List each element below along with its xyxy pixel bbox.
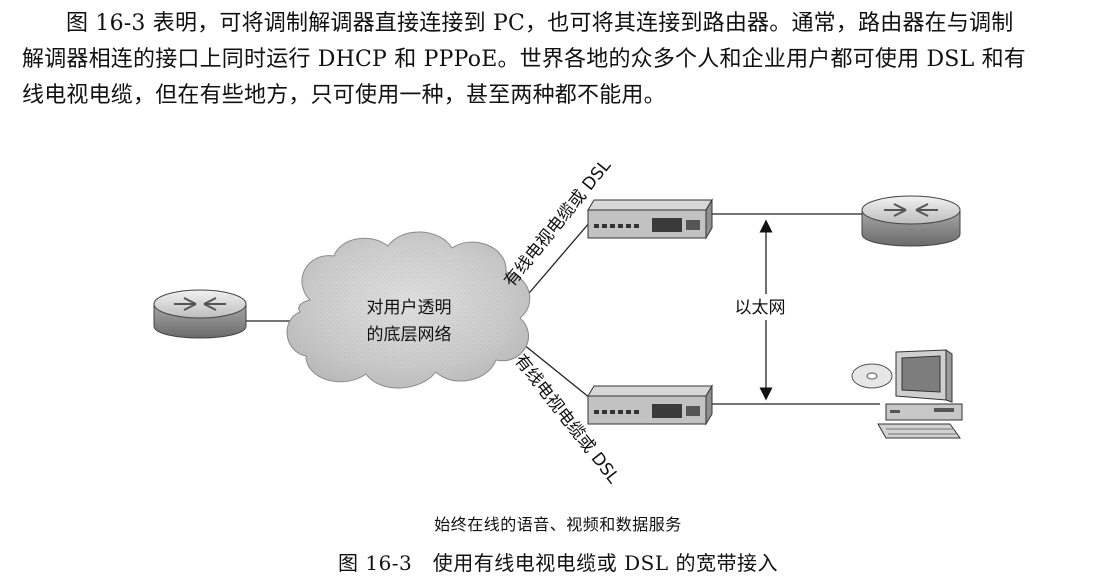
paragraph-line: 线电视电缆，但在有些地方，只可使用一种，甚至两种都不能用。 — [22, 83, 666, 108]
keyboard-icon — [877, 423, 961, 439]
modem-display — [652, 218, 682, 232]
cloud-label-line1: 对用户透明 — [367, 298, 452, 318]
monitor-icon — [895, 349, 953, 403]
connection-lines — [245, 213, 880, 405]
figure-subtitle: 始终在线的语音、视频和数据服务 — [434, 515, 682, 534]
cloud-label-line2: 的底层网络 — [367, 325, 452, 345]
router-arrows-icon — [884, 203, 938, 217]
modem-upper — [587, 198, 713, 240]
modem-indicator-lights — [594, 224, 639, 228]
modem-lower — [587, 384, 713, 426]
ethernet-label-background — [722, 294, 798, 320]
router-left — [153, 289, 247, 339]
body-paragraph: 图 16-3 表明，可将调制解调器直接连接到 PC，也可将其连接到路由器。通常，… — [22, 6, 1094, 114]
pc-workstation — [851, 349, 963, 439]
ethernet-label: 以太网 — [735, 298, 786, 318]
computer-case-icon — [885, 403, 963, 421]
paragraph-line: 图 16-3 表明，可将调制解调器直接连接到 PC，也可将其连接到路由器。通常，… — [66, 11, 1014, 36]
figure-caption: 图 16-3 使用有线电视电缆或 DSL 的宽带接入 — [337, 551, 779, 575]
cloud-to-upper-modem-line — [517, 221, 591, 307]
modem-indicator-lights — [594, 410, 639, 414]
router-right — [861, 195, 961, 247]
underlying-network-cloud: 对用户透明 的底层网络 — [286, 231, 531, 389]
cloud-to-lower-modem-line — [517, 339, 591, 399]
router-arrows-icon — [174, 297, 226, 311]
paragraph-line: 解调器相连的接口上同时运行 DHCP 和 PPPoE。世界各地的众多个人和企业用… — [22, 47, 1026, 72]
modem-display — [652, 404, 682, 418]
